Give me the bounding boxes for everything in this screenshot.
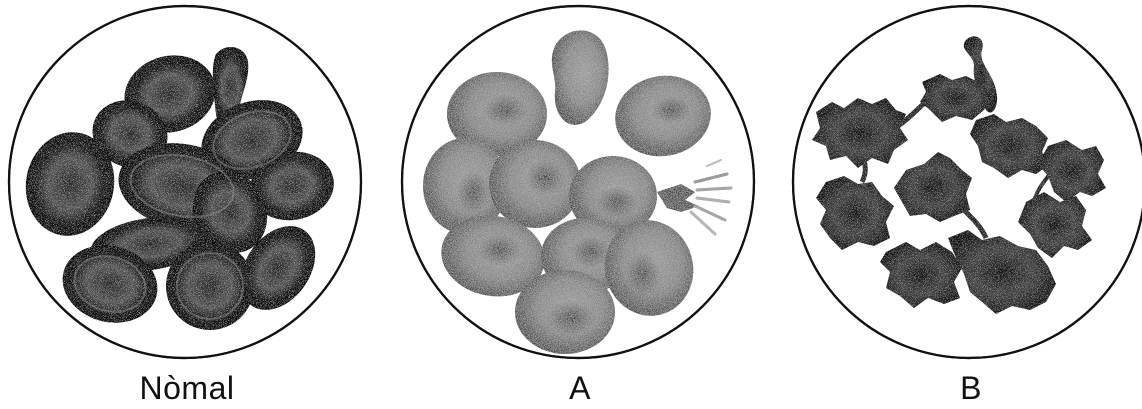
panel-normal: Nòmal [2,6,372,409]
normal-cells-illustration [2,6,372,362]
panel-label: Nòmal [2,370,372,407]
red-blood-cell [166,242,254,330]
crenated-cells-illustration [786,6,1142,362]
panel-label: B [786,370,1142,407]
panel-a: A [395,6,765,409]
panel-label: A [395,370,765,407]
panel-b: B [786,6,1142,409]
sickle-cells-illustration [395,6,765,362]
